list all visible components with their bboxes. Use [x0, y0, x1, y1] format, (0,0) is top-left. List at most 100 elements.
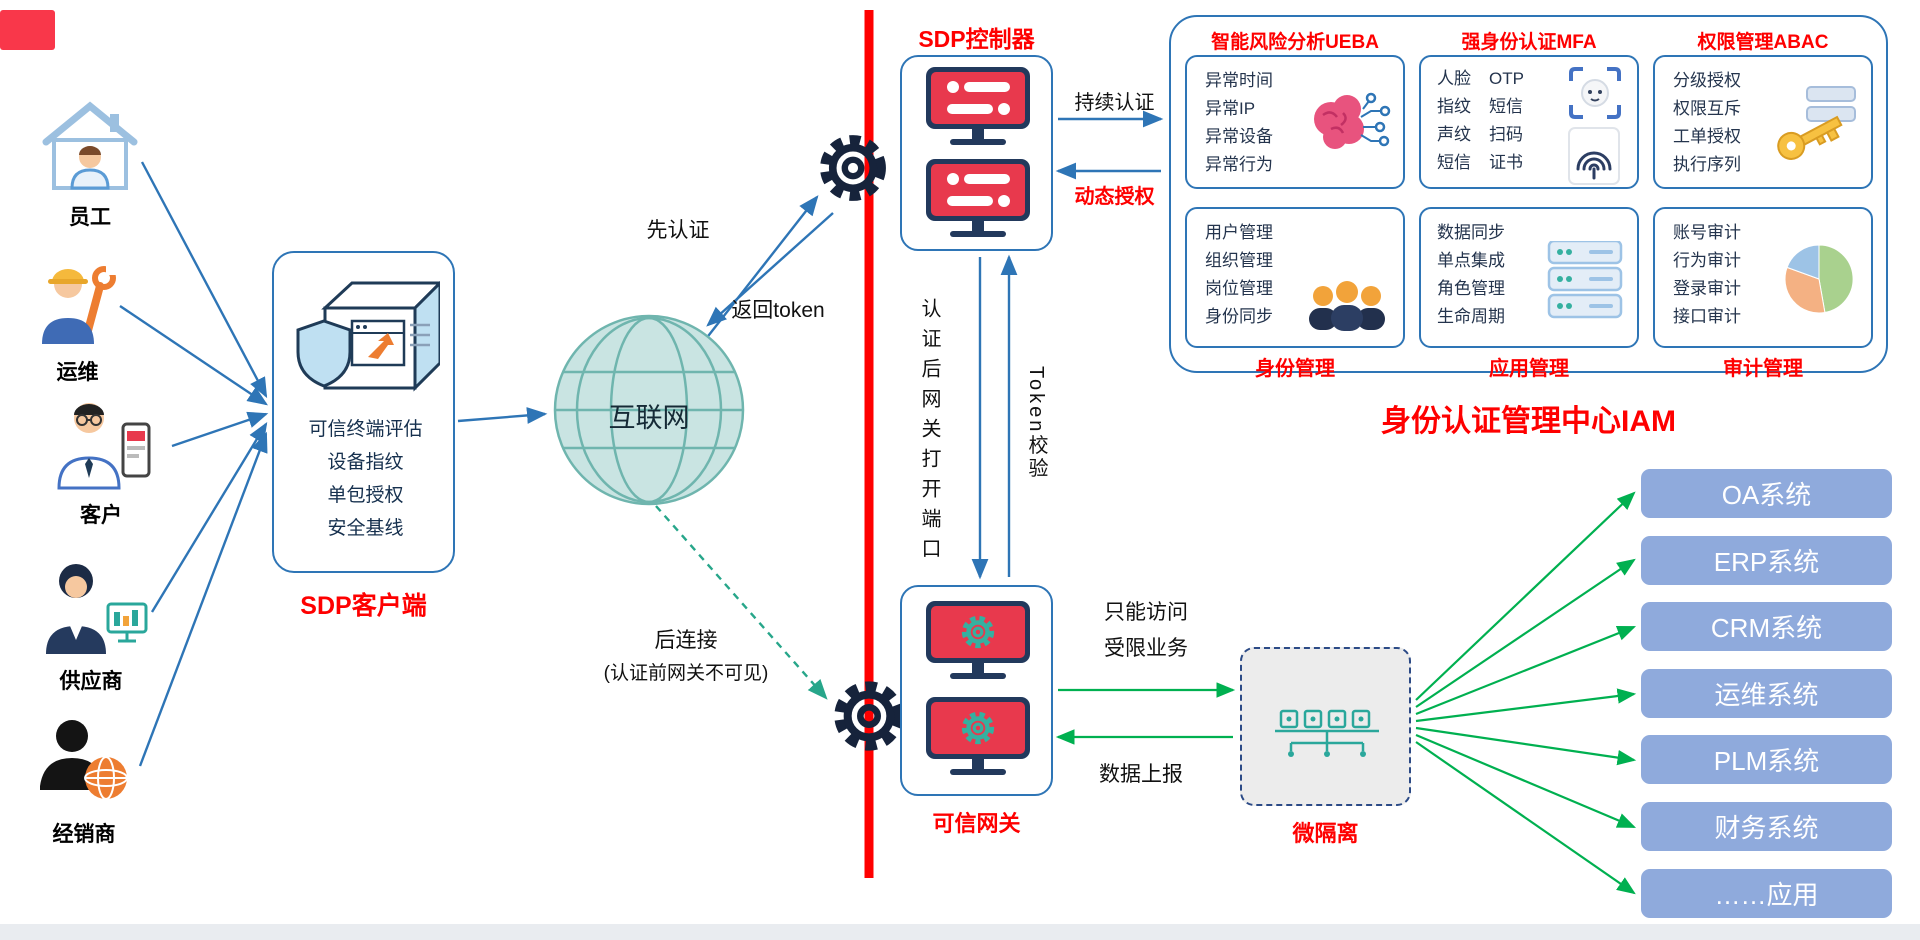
- identity-mgmt-box: 用户管理 组织管理 岗位管理 身份同步: [1185, 207, 1405, 348]
- abac-item: 工单授权: [1673, 127, 1741, 146]
- abac-title: 权限管理ABAC: [1697, 32, 1829, 53]
- key-permission-icon: [1777, 86, 1856, 160]
- user-label: 客户: [80, 504, 122, 527]
- system-box-crm: CRM系统: [1641, 602, 1892, 651]
- user-label: 经销商: [52, 823, 116, 846]
- micro-segmentation-box: [1240, 647, 1411, 806]
- bottom-strip: [0, 924, 1920, 940]
- mfa-item: 短信: [1437, 153, 1471, 172]
- audit-items: 账号审计 行为审计 登录审计 接口审计: [1673, 219, 1741, 331]
- mfa-item: OTP: [1489, 69, 1524, 88]
- ueba-item: 异常IP: [1205, 99, 1256, 118]
- gear-icon-screen: [961, 711, 995, 745]
- user-label: 员工: [69, 206, 111, 229]
- identity-item: 身份同步: [1205, 307, 1273, 326]
- connect-later-note: (认证前网关不可见): [603, 663, 769, 684]
- data-report-label: 数据上报: [1099, 763, 1183, 786]
- face-id-icon: [1569, 67, 1621, 119]
- mfa-item: 指纹: [1437, 97, 1471, 116]
- abac-item: 执行序列: [1673, 155, 1741, 174]
- token-verify-label: Token校验: [1025, 366, 1047, 481]
- auth-first-label: 先认证: [646, 219, 710, 242]
- system-box-erp: ERP系统: [1641, 536, 1892, 585]
- return-token-label: 返回token: [731, 299, 825, 322]
- application-item: 数据同步: [1437, 223, 1505, 242]
- identity-item: 岗位管理: [1205, 279, 1273, 298]
- user-employee: 员工: [40, 100, 140, 231]
- audit-mgmt-box: 账号审计 行为审计 登录审计 接口审计: [1653, 207, 1873, 348]
- system-box-ops: 运维系统: [1641, 669, 1892, 718]
- gear-icon-top: [820, 135, 886, 201]
- user-customer: 客户: [45, 390, 157, 529]
- gateway-server-icon: [926, 601, 1030, 679]
- sdp-client-box: 可信终端评估 设备指纹 单包授权 安全基线: [272, 251, 455, 573]
- controller-server-icon: [926, 159, 1030, 237]
- feature-item: 安全基线: [327, 518, 404, 539]
- restricted-access-line1: 只能访问: [1104, 601, 1188, 624]
- user-distributor: 经销商: [32, 714, 136, 848]
- audit-item: 接口审计: [1673, 307, 1741, 326]
- continuous-auth-label: 持续认证: [1074, 92, 1155, 114]
- ops-worker-icon: [42, 264, 120, 344]
- application-mgmt-label: 应用管理: [1489, 358, 1569, 380]
- sdp-controller-label: SDP控制器: [918, 26, 1035, 52]
- controller-server-icon: [926, 67, 1030, 145]
- feature-item: 设备指纹: [327, 452, 404, 473]
- application-item: 角色管理: [1437, 279, 1505, 298]
- application-item: 单点集成: [1437, 251, 1505, 270]
- globe-icon: [553, 314, 745, 506]
- server-rack-icon: [1547, 241, 1623, 319]
- user-label: 供应商: [59, 670, 123, 693]
- gear-icon-screen: [961, 615, 995, 649]
- system-box-finance: 财务系统: [1641, 802, 1892, 851]
- customer-phone-icon: [57, 403, 151, 490]
- feature-item: 单包授权: [327, 485, 404, 506]
- sdp-client-cube-shield-icon: [296, 280, 440, 392]
- trusted-gateway-box: [900, 585, 1053, 796]
- dynamic-auth-label: 动态授权: [1074, 186, 1155, 208]
- users-group-icon: [1309, 281, 1385, 331]
- micro-segmentation-label: 微隔离: [1292, 821, 1359, 846]
- fingerprint-icon: [1568, 127, 1620, 185]
- audit-item: 账号审计: [1673, 223, 1741, 242]
- system-box-plm: PLM系统: [1641, 735, 1892, 784]
- restricted-access-line2: 受限业务: [1104, 637, 1188, 660]
- user-ops: 运维: [30, 252, 125, 386]
- abac-item: 分级授权: [1673, 71, 1741, 90]
- pie-chart-icon: [1784, 244, 1854, 314]
- gear-icon-bottom: [834, 681, 904, 751]
- connect-later-label: 后连接: [654, 629, 718, 652]
- application-items: 数据同步 单点集成 角色管理 生命周期: [1437, 219, 1505, 331]
- ueba-items: 异常时间 异常IP 异常设备 异常行为: [1205, 67, 1273, 179]
- brain-circuit-icon: [1314, 92, 1391, 149]
- ueba-title: 智能风险分析UEBA: [1211, 32, 1379, 53]
- system-box-oa: OA系统: [1641, 469, 1892, 518]
- trusted-gateway-label: 可信网关: [932, 811, 1021, 836]
- internet-label: 互联网: [608, 403, 690, 433]
- abac-items: 分级授权 权限互斥 工单授权 执行序列: [1673, 67, 1741, 179]
- gateway-server-icon: [926, 697, 1030, 775]
- identity-item: 组织管理: [1205, 251, 1273, 270]
- audit-item: 登录审计: [1673, 279, 1741, 298]
- ueba-item: 异常时间: [1205, 71, 1273, 90]
- internet-globe: 互联网: [551, 312, 747, 508]
- iam-center-title: 身份认证管理中心IAM: [1381, 405, 1676, 438]
- employee-house-icon: [42, 101, 138, 190]
- abac-box: 分级授权 权限互斥 工单授权 执行序列: [1653, 55, 1873, 189]
- abac-item: 权限互斥: [1673, 99, 1741, 118]
- ueba-item: 异常行为: [1205, 155, 1273, 174]
- user-supplier: 供应商: [32, 556, 150, 695]
- mfa-item: 声纹: [1437, 125, 1471, 144]
- sdp-controller-box: [900, 55, 1053, 251]
- corner-red-square: [0, 10, 55, 50]
- system-box-more-apps: ……应用: [1641, 869, 1892, 918]
- mfa-item: 扫码: [1489, 125, 1523, 144]
- identity-items: 用户管理 组织管理 岗位管理 身份同步: [1205, 219, 1273, 331]
- mfa-item: 人脸: [1437, 69, 1471, 88]
- mfa-item: 证书: [1489, 153, 1523, 172]
- ueba-box: 异常时间 异常IP 异常设备 异常行为: [1185, 55, 1405, 189]
- supplier-monitor-icon: [46, 564, 148, 654]
- identity-item: 用户管理: [1205, 223, 1273, 242]
